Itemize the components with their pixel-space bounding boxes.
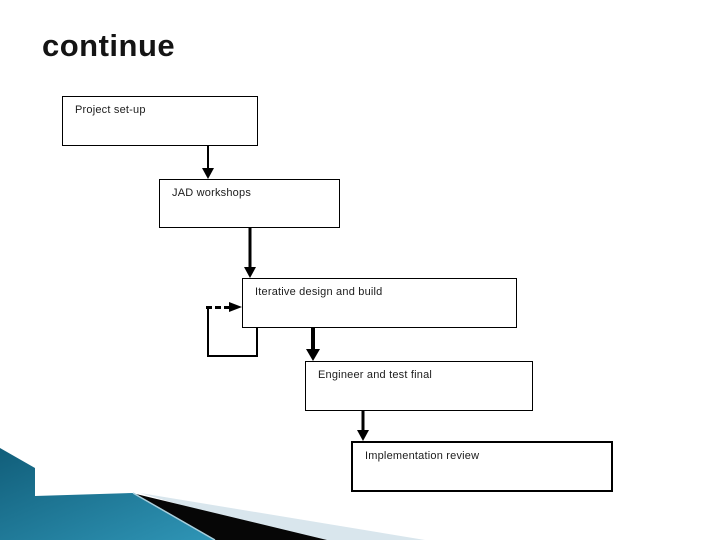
flow-box-project-setup: Project set-up (62, 96, 258, 146)
flow-box-label: JAD workshops (172, 187, 252, 199)
teal-wedge (0, 448, 215, 540)
flow-box-implementation-review: Implementation review (351, 441, 613, 492)
teal-edge-highlight (132, 492, 216, 540)
pale-blue-wedge (140, 493, 425, 540)
arrow-shaft (361, 411, 365, 431)
arrow-head-icon (244, 267, 256, 278)
arrow-engineer-to-implementation (357, 411, 369, 441)
arrow-head-icon (357, 430, 369, 441)
arrow-iterative-to-engineer (306, 328, 320, 361)
loop-line-bottom (207, 355, 258, 357)
arrow-shaft (311, 328, 315, 350)
arrow-head-icon (306, 349, 320, 361)
loop-dashed-line (206, 306, 230, 309)
arrow-shaft (248, 228, 252, 268)
black-wedge (136, 494, 327, 540)
flow-box-engineer-test-final: Engineer and test final (305, 361, 533, 411)
loop-line-left (207, 308, 209, 356)
slide-title: continue (42, 28, 176, 63)
flow-box-label: Iterative design and build (255, 286, 383, 298)
loop-line-right (256, 328, 258, 356)
flow-box-jad-workshops: JAD workshops (159, 179, 340, 228)
arrow-head-icon (202, 168, 214, 179)
flow-box-label: Engineer and test final (318, 369, 433, 381)
arrow-project-to-jad (202, 146, 214, 179)
flow-box-iterative-design-build: Iterative design and build (242, 278, 517, 328)
arrow-shaft (207, 146, 209, 169)
loop-arrow-head-icon (229, 302, 242, 312)
flow-box-label: Implementation review (365, 450, 480, 462)
arrow-jad-to-iterative (244, 228, 256, 278)
flow-box-label: Project set-up (75, 104, 146, 116)
